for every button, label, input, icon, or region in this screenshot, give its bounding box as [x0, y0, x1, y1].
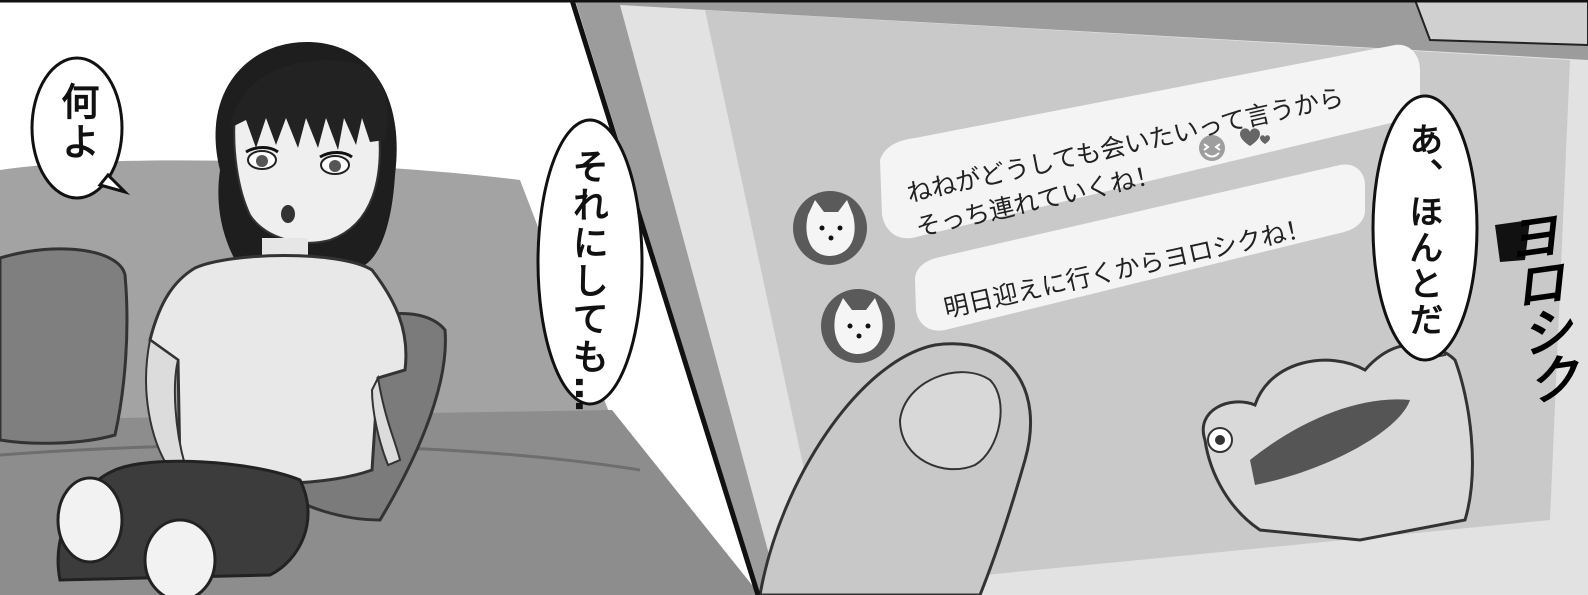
chat-bubble-1: [880, 44, 1420, 239]
dog-avatar-icon: [821, 289, 895, 363]
speech-bubble-a-honto-da: [1371, 94, 1479, 362]
girl-shirt: [148, 254, 408, 485]
chat-bubble-2: [915, 164, 1365, 331]
laughing-face-icon: [1199, 135, 1225, 161]
speech-text-a-honto-da: あ、ほんとだ: [1402, 122, 1443, 338]
panel-divider: [569, 0, 761, 595]
dog-avatar-icon: [793, 191, 867, 265]
speech-bubble-sore-ni-shitemo: [536, 118, 644, 406]
speech-text-nani-yo: 何よ: [54, 82, 99, 162]
speech-text-sore-ni-shitemo: それにしても…: [566, 148, 608, 414]
right-panel: [575, 0, 1588, 595]
speech-bubble-nani-yo: [30, 56, 131, 200]
pillow-left: [0, 247, 129, 445]
heart-icon: [1240, 128, 1270, 146]
